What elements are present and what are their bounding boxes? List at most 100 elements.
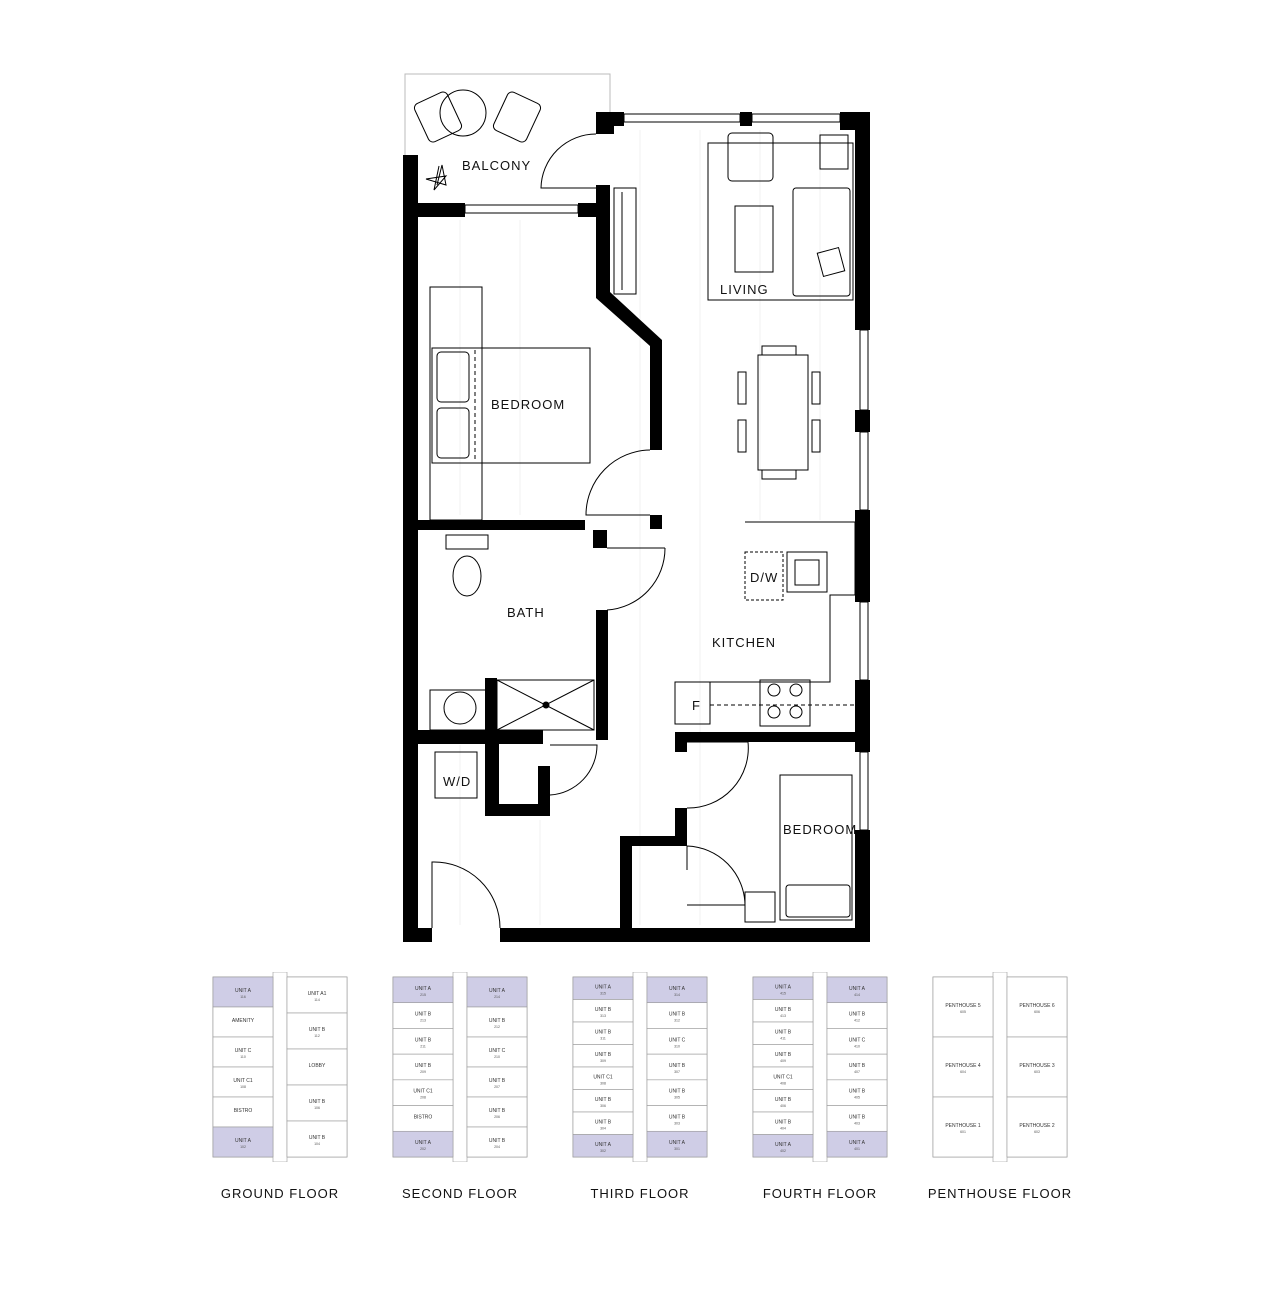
key-unit-number: 314 — [674, 993, 680, 997]
key-unit-label: UNIT C1 — [413, 1089, 433, 1095]
key-unit: BISTRO — [212, 1096, 274, 1128]
key-unit-label: UNIT B — [489, 1108, 506, 1114]
room-label-living: LIVING — [720, 282, 769, 297]
key-unit-number: 315 — [600, 991, 606, 995]
key-unit-label: UNIT A — [595, 1142, 612, 1148]
key-unit-label: UNIT A1 — [308, 991, 327, 997]
key-unit-label: LOBBY — [309, 1063, 326, 1069]
key-unit-label: UNIT B — [489, 1018, 506, 1024]
key-unit-label: UNIT A — [489, 988, 506, 994]
key-unit-label: UNIT A — [775, 984, 792, 990]
key-plan-caption: PENTHOUSE FLOOR — [927, 1186, 1073, 1201]
key-plan-caption: GROUND FLOOR — [220, 1186, 340, 1201]
key-unit-number: 303 — [674, 1121, 680, 1125]
key-unit-number: 601 — [960, 1130, 966, 1134]
key-unit-label: AMENITY — [232, 1018, 255, 1024]
key-unit-label: UNIT B — [595, 1119, 612, 1125]
key-unit-number: 213 — [420, 1019, 426, 1023]
key-unit: AMENITY — [212, 1006, 274, 1038]
key-unit-label: UNIT A — [849, 986, 866, 992]
key-unit-number: 214 — [494, 995, 500, 999]
key-unit-label: UNIT B — [489, 1078, 506, 1084]
key-unit-label: UNIT B — [415, 1063, 432, 1069]
key-unit-label: BISTRO — [414, 1114, 433, 1120]
key-unit-number: 410 — [854, 1044, 860, 1048]
key-unit-number: 415 — [780, 991, 786, 995]
key-unit-label: UNIT B — [775, 1052, 792, 1058]
key-unit-label: PENTHOUSE 3 — [1019, 1063, 1055, 1069]
balcony-area — [404, 73, 611, 155]
key-unit-number: 407 — [854, 1070, 860, 1074]
key-unit-number: 209 — [420, 1070, 426, 1074]
key-unit-label: UNIT A — [775, 1142, 792, 1148]
key-unit-number: 211 — [420, 1044, 426, 1048]
key-unit-number: 413 — [780, 1014, 786, 1018]
key-unit-number: 206 — [494, 1115, 500, 1119]
furniture — [413, 89, 856, 923]
key-unit-number: 310 — [674, 1044, 680, 1048]
key-unit-number: 215 — [420, 993, 426, 997]
key-unit-label: UNIT C — [669, 1037, 686, 1043]
room-label-bath: BATH — [507, 605, 545, 620]
key-unit-label: PENTHOUSE 5 — [945, 1003, 981, 1009]
key-unit-number: 112 — [314, 1034, 320, 1038]
key-unit-label: UNIT A — [669, 986, 686, 992]
key-unit-label: UNIT B — [415, 1037, 432, 1043]
key-unit-label: UNIT B — [309, 1135, 326, 1141]
key-unit-number: 311 — [600, 1036, 606, 1040]
label-fridge: F — [692, 698, 701, 713]
key-unit-number: 102 — [240, 1145, 246, 1149]
key-unit-number: 307 — [674, 1070, 680, 1074]
walls — [403, 112, 870, 942]
key-unit-number: 313 — [600, 1014, 606, 1018]
key-unit-label: UNIT B — [669, 1012, 686, 1018]
room-label-bedroom-second: BEDROOM — [783, 822, 857, 837]
floor-pattern — [459, 130, 821, 925]
label-dishwasher: D/W — [750, 570, 778, 585]
key-unit-number: 104 — [314, 1142, 320, 1146]
key-unit-number: 212 — [494, 1025, 500, 1029]
key-unit-label: PENTHOUSE 2 — [1019, 1123, 1055, 1129]
key-unit-number: 401 — [854, 1147, 860, 1151]
key-unit-label: UNIT B — [849, 1063, 866, 1069]
key-unit-label: UNIT B — [595, 1007, 612, 1013]
key-unit-label: UNIT A — [235, 988, 252, 994]
key-unit: LOBBY — [286, 1048, 348, 1086]
key-unit-label: UNIT B — [309, 1099, 326, 1105]
key-unit-label: UNIT C — [489, 1048, 506, 1054]
key-unit-number: 116 — [240, 995, 246, 999]
key-unit-number: 207 — [494, 1085, 500, 1089]
key-unit-number: 108 — [240, 1085, 246, 1089]
